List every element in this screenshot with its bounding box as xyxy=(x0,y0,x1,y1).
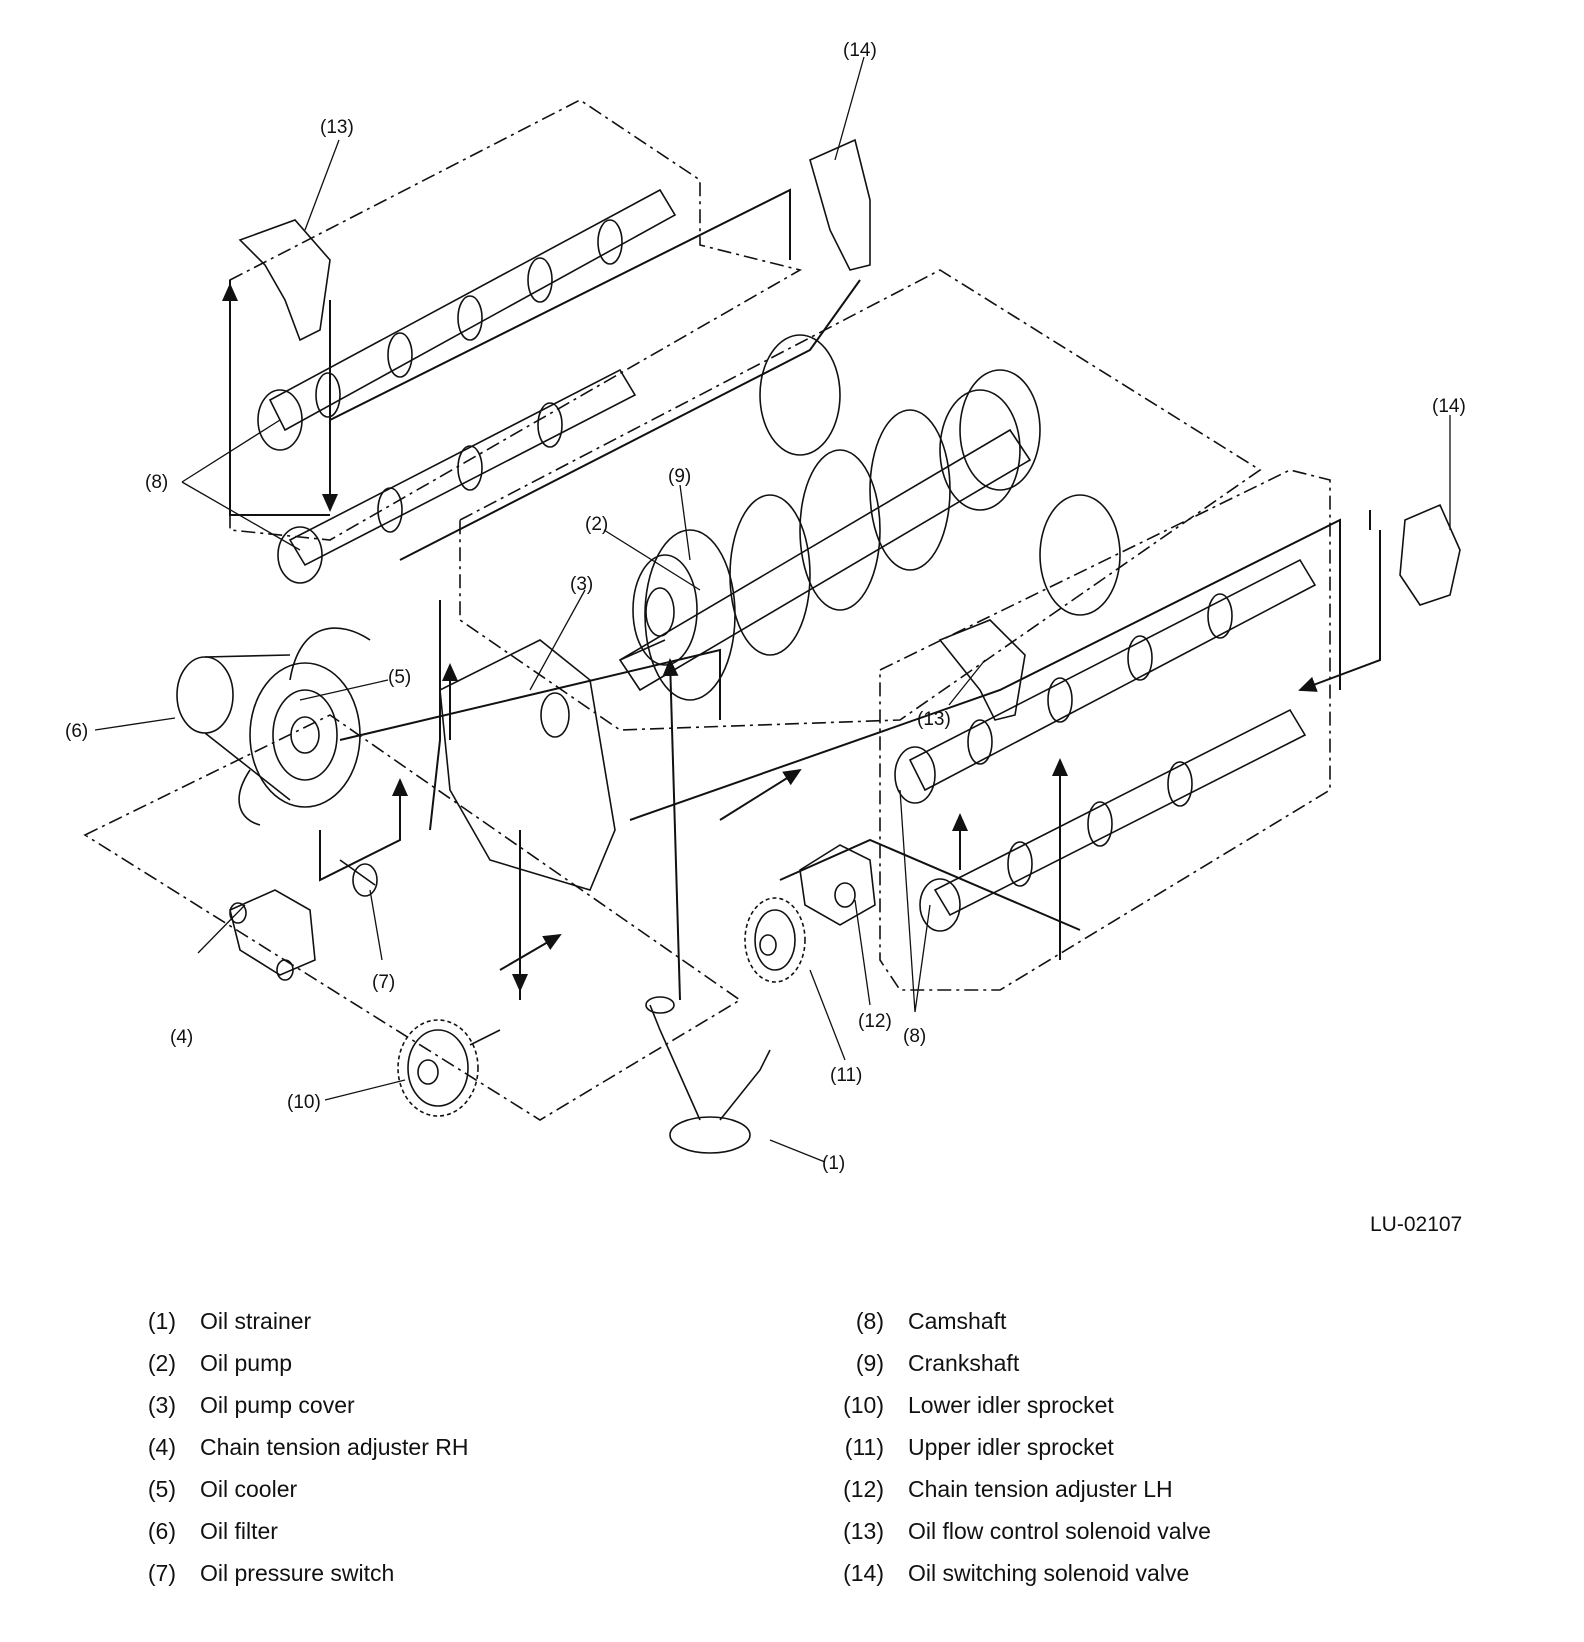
lower-idler-sprocket xyxy=(397,1019,501,1117)
callout-3: (3) xyxy=(570,574,593,595)
callout-13-rh: (13) xyxy=(917,709,951,730)
legend-item: (9) Crankshaft xyxy=(836,1342,1211,1384)
oil-strainer xyxy=(645,996,771,1154)
legend-item: (3) Oil pump cover xyxy=(128,1384,468,1426)
oil-pump-cover xyxy=(439,639,616,891)
legend-description: Camshaft xyxy=(908,1307,1007,1334)
legend-left-column: (1) Oil strainer (2) Oil pump (3) Oil pump … xyxy=(128,1300,469,1594)
legend-description: Oil pressure switch xyxy=(200,1559,395,1586)
legend-number: (3) xyxy=(147,1391,176,1418)
legend-number: (7) xyxy=(147,1559,176,1586)
chain-tension-adjuster-lh xyxy=(799,844,876,926)
legend-item: (4) Chain tension adjuster RH xyxy=(128,1426,469,1468)
legend-number: (11) xyxy=(844,1433,884,1460)
oil-switching-solenoid-valve-lh xyxy=(809,138,871,271)
callout-2: (2) xyxy=(585,514,608,535)
legend-number: (10) xyxy=(843,1391,884,1418)
legend-item: (10) Lower idler sprocket xyxy=(836,1384,1211,1426)
callout-8-rh: (8) xyxy=(903,1026,926,1047)
callout-11: (11) xyxy=(830,1065,862,1086)
camshaft-rh-upper xyxy=(894,558,1317,804)
engine-lubrication-diagram: (1) (2) (3) (4) (5) (6) (7) (8) (8) (9) … xyxy=(65,40,1466,1174)
legend-number: (4) xyxy=(147,1433,176,1460)
callout-8-lh: (8) xyxy=(145,472,168,493)
legend-description: Oil pump cover xyxy=(200,1391,355,1418)
legend-description: Chain tension adjuster LH xyxy=(908,1475,1173,1502)
legend-number: (13) xyxy=(843,1517,884,1544)
legend-item: (5) Oil cooler xyxy=(128,1468,468,1510)
callout-10: (10) xyxy=(287,1092,321,1113)
legend-number: (5) xyxy=(147,1475,176,1502)
legend-description: Lower idler sprocket xyxy=(908,1391,1114,1418)
legend-description: Oil cooler xyxy=(200,1475,298,1502)
legend-number: (9) xyxy=(855,1349,884,1376)
legend-description: Oil filter xyxy=(200,1517,278,1544)
leader-lines xyxy=(94,56,1451,1163)
engine-outline-rh-head xyxy=(879,469,1331,991)
camshaft-lh-lower xyxy=(277,368,637,584)
oil-passages xyxy=(222,188,1381,1001)
legend-number: (12) xyxy=(843,1475,884,1502)
callout-13-lh: (13) xyxy=(320,117,354,138)
legend-item: (12) Chain tension adjuster LH xyxy=(836,1468,1211,1510)
upper-idler-sprocket xyxy=(744,897,806,983)
figure-id: LU-02107 xyxy=(1370,1213,1463,1236)
legend-item: (1) Oil strainer xyxy=(128,1300,468,1342)
legend-number: (8) xyxy=(855,1307,884,1334)
legend-description: Oil strainer xyxy=(200,1307,312,1334)
legend-number: (14) xyxy=(843,1559,884,1586)
callout-labels: (1) (2) (3) (4) (5) (6) (7) (8) (8) (9) … xyxy=(65,40,1466,1174)
oil-flow-control-solenoid-valve-rh xyxy=(938,619,1026,721)
callout-14-lh: (14) xyxy=(843,40,877,61)
callout-14-rh: (14) xyxy=(1432,396,1466,417)
oil-flow-control-solenoid-valve-lh xyxy=(238,219,331,342)
camshaft-lh-upper xyxy=(257,188,677,451)
legend-right-column: (8) Camshaft (9) Crankshaft (10) Lower idle… xyxy=(836,1300,1211,1594)
legend-item: (6) Oil filter xyxy=(128,1510,468,1552)
legend-item: (8) Camshaft xyxy=(836,1300,1211,1342)
oil-pressure-switch xyxy=(339,859,378,897)
legend-item: (7) Oil pressure switch xyxy=(128,1552,468,1594)
oil-switching-solenoid-valve-rh xyxy=(1399,503,1461,606)
legend-number: (6) xyxy=(147,1517,176,1544)
callout-6: (6) xyxy=(65,721,88,742)
callout-7: (7) xyxy=(372,972,395,993)
callout-12: (12) xyxy=(858,1011,892,1032)
chain-tension-adjuster-rh xyxy=(229,889,316,981)
engine-outline-lower xyxy=(83,714,742,1121)
engine-outline-lh-head xyxy=(229,99,803,541)
pistons xyxy=(759,334,1121,616)
crankshaft xyxy=(618,389,1032,701)
legend-description: Crankshaft xyxy=(908,1349,1020,1376)
legend-description: Oil flow control solenoid valve xyxy=(908,1517,1211,1544)
camshaft-rh-lower xyxy=(919,708,1307,932)
oil-filter xyxy=(176,654,291,801)
legend-description: Chain tension adjuster RH xyxy=(200,1433,469,1460)
oil-cooler xyxy=(238,627,371,826)
legend-number: (2) xyxy=(147,1349,176,1376)
callout-4: (4) xyxy=(170,1027,193,1048)
legend-description: Upper idler sprocket xyxy=(908,1433,1114,1460)
legend-item: (2) Oil pump xyxy=(128,1342,468,1384)
legend-description: Oil pump xyxy=(200,1349,293,1376)
oil-pump xyxy=(619,554,698,666)
callout-5: (5) xyxy=(388,667,411,688)
legend-item: (13) Oil flow control solenoid valve xyxy=(836,1510,1211,1552)
callout-1: (1) xyxy=(822,1153,845,1174)
legend-description: Oil switching solenoid valve xyxy=(908,1559,1190,1586)
legend-item: (14) Oil switching solenoid valve xyxy=(836,1552,1211,1594)
legend-number: (1) xyxy=(147,1307,176,1334)
engine-outline-block xyxy=(459,269,1262,731)
legend-item: (11) Upper idler sprocket xyxy=(836,1426,1211,1468)
callout-9: (9) xyxy=(668,466,691,487)
